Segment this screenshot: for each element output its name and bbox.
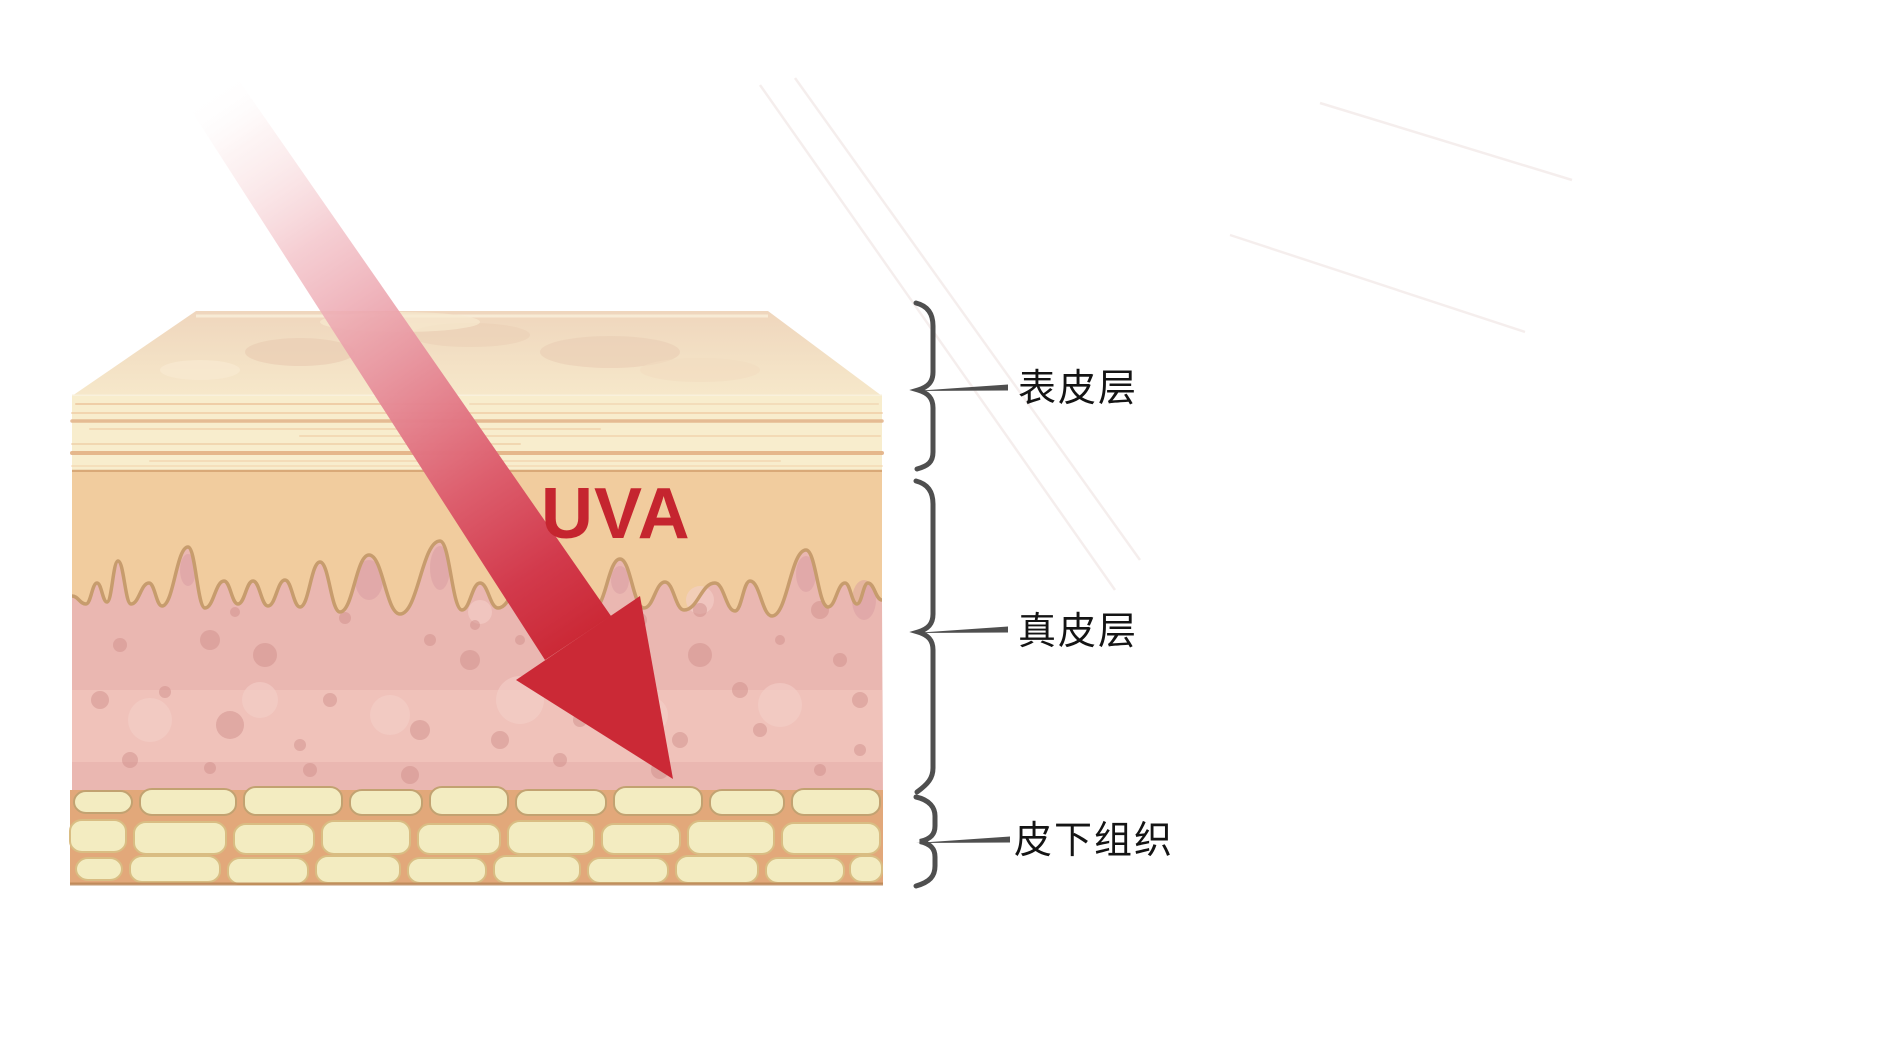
label-dermis: 真皮层 [1018, 611, 1139, 653]
uva-ray-arrow [187, 72, 673, 779]
dermis-layer [71, 472, 883, 800]
skin-block [69, 311, 884, 886]
label-epidermis: 表皮层 [1018, 368, 1139, 410]
background-streaks [758, 77, 1573, 591]
papillae-shading [180, 546, 876, 620]
bracket-subcutaneous [913, 794, 938, 889]
bracket-epidermis [909, 300, 936, 472]
uva-ray-label: UVA [541, 474, 691, 554]
uva-arrow-head [516, 596, 673, 779]
leader-dermis [914, 626, 1008, 633]
subcutaneous-layer [69, 786, 883, 886]
bracket-dermis [909, 478, 936, 795]
label-brackets [909, 300, 938, 889]
leader-epidermis [914, 384, 1008, 391]
leader-subcutaneous [916, 836, 1010, 843]
skin-surface-top-face [72, 311, 882, 398]
label-leader-lines [914, 384, 1010, 843]
dermis-speckles [91, 601, 868, 784]
fat-cells [69, 786, 883, 885]
label-subcutaneous: 皮下组织 [1014, 820, 1175, 862]
uva-beam-shaft [187, 72, 611, 660]
